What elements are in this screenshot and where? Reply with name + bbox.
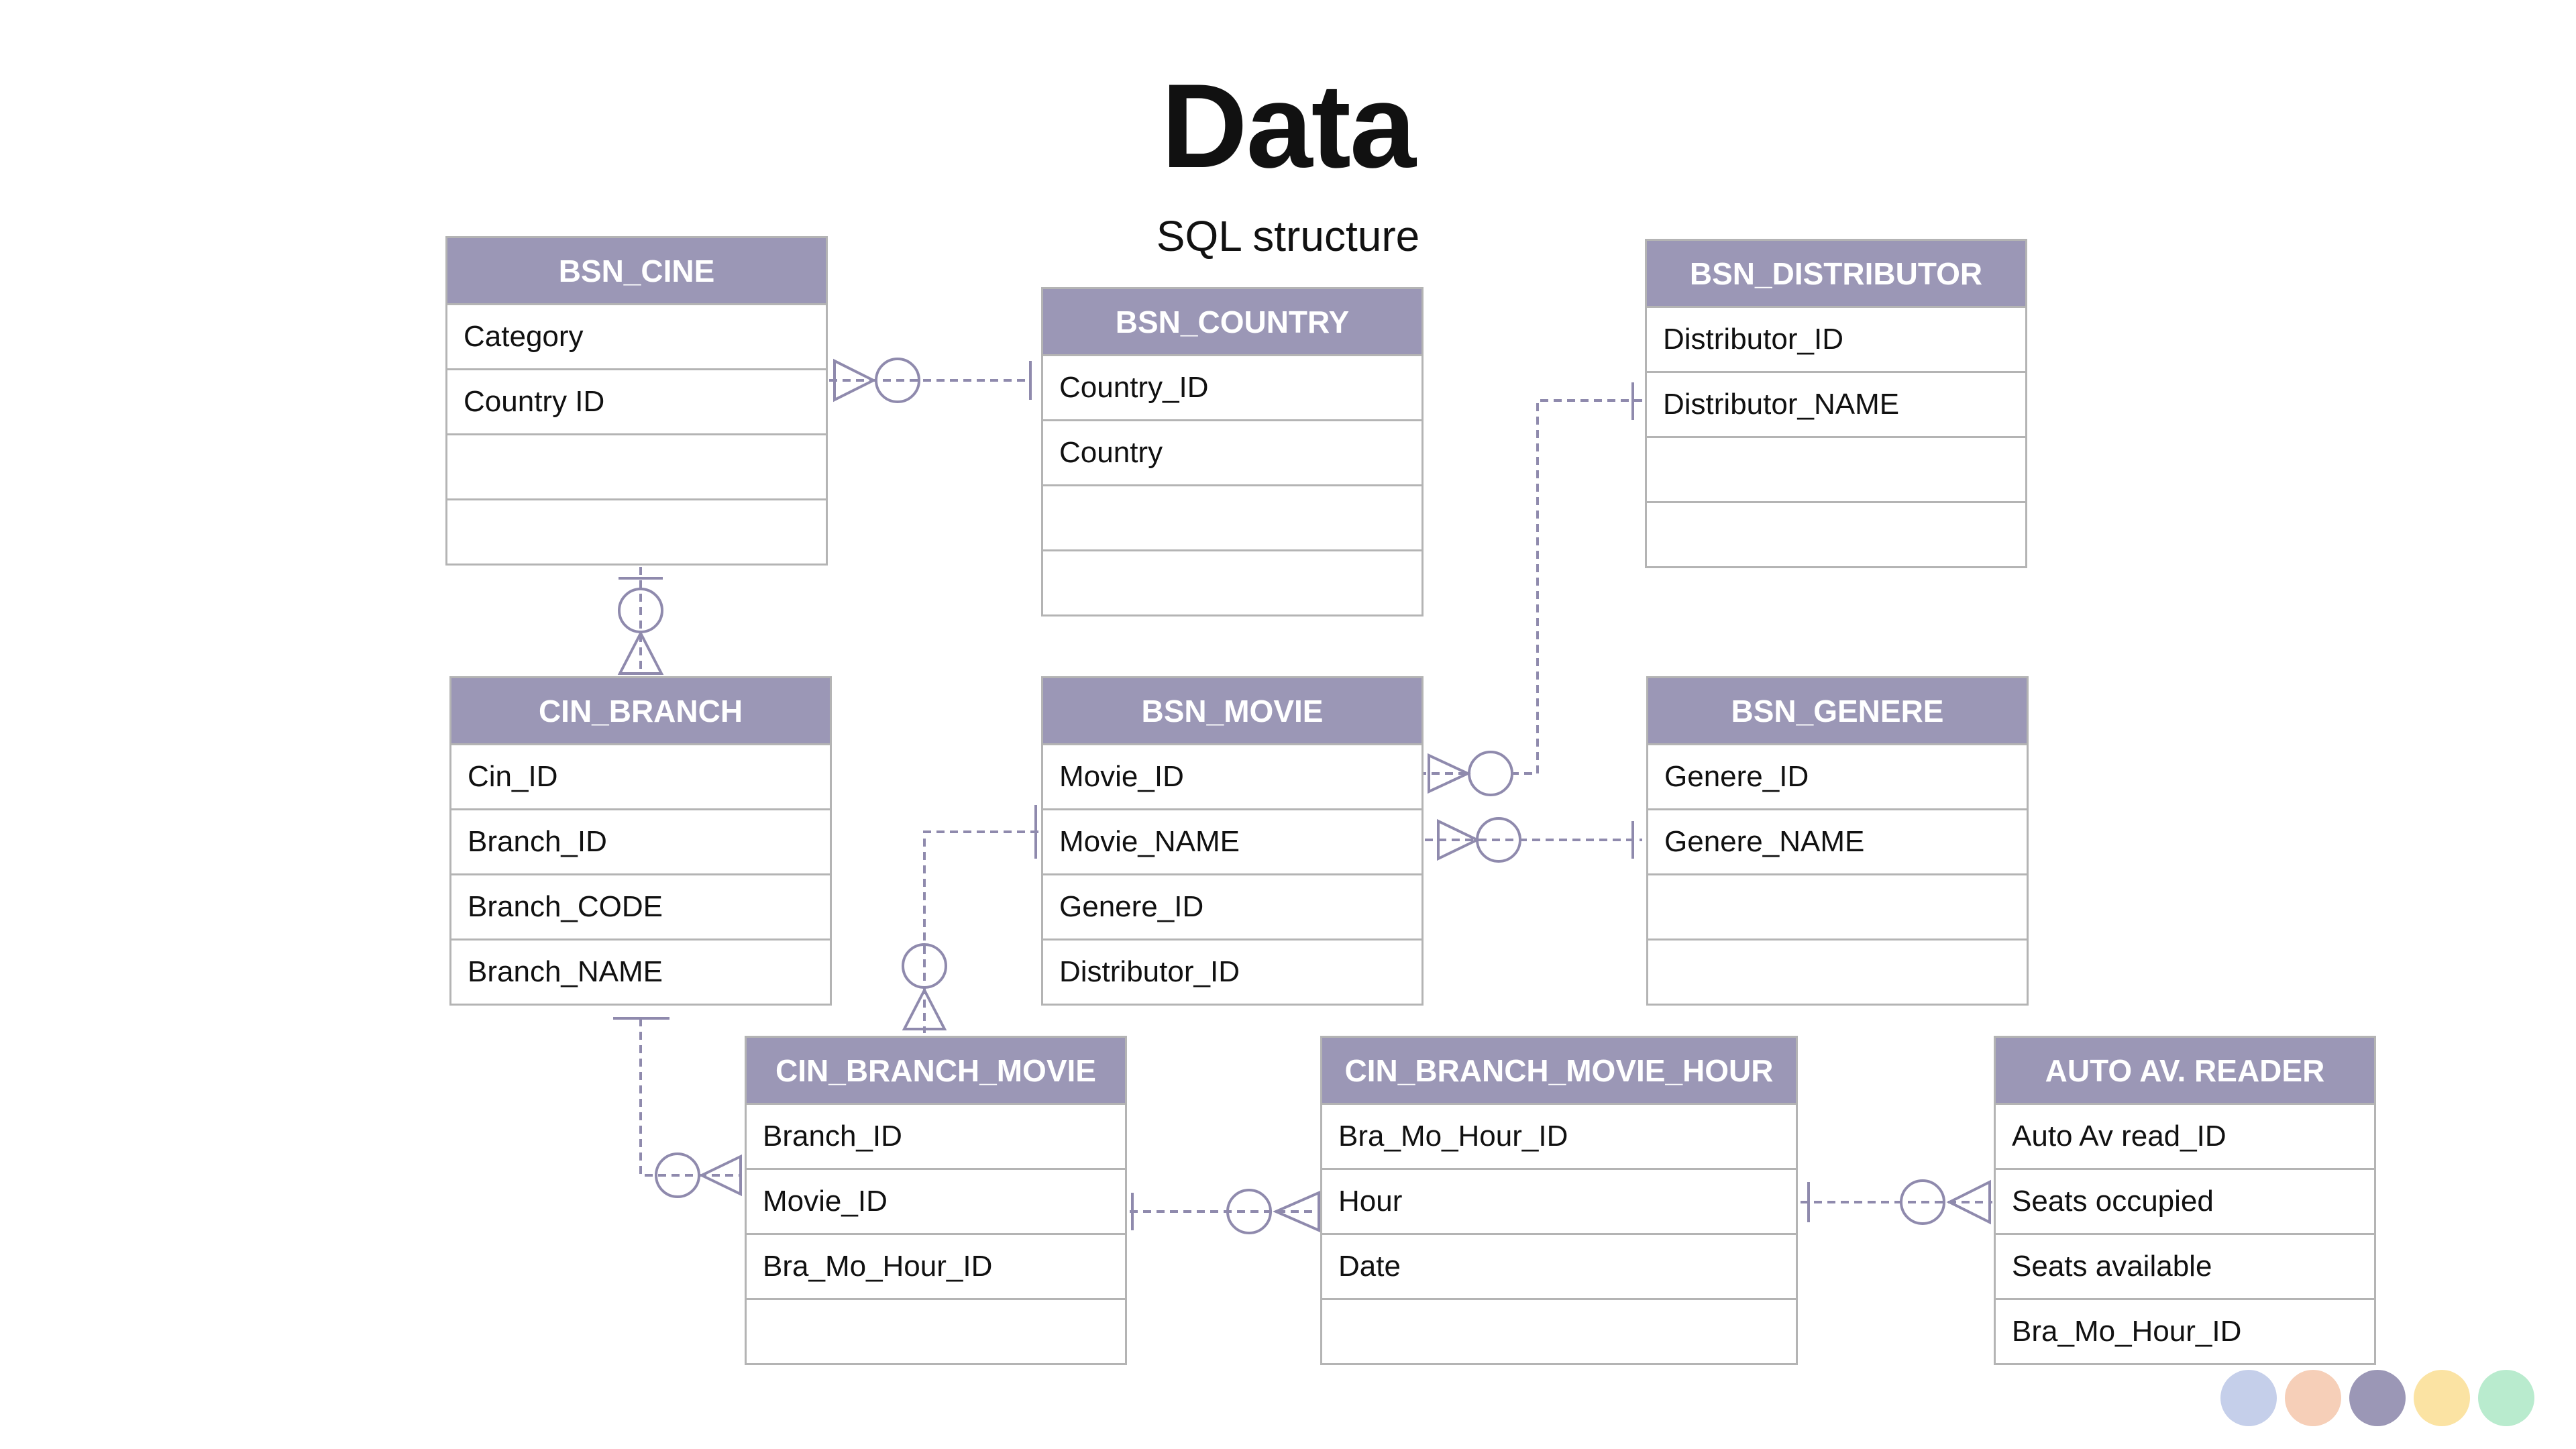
palette-swatch — [2478, 1370, 2534, 1426]
entity-header: CIN_BRANCH_MOVIE_HOUR — [1322, 1038, 1796, 1103]
entity-field: Movie_ID — [1043, 743, 1421, 808]
entity-field: Distributor_NAME — [1647, 371, 2025, 436]
entity-field: Distributor_ID — [1043, 938, 1421, 1004]
many-crowfoot-marker — [833, 358, 877, 402]
optional-ring-marker — [1900, 1179, 1945, 1225]
entity-header: BSN_COUNTRY — [1043, 289, 1421, 354]
optional-ring-marker — [902, 943, 947, 989]
entity-empty-row — [1647, 436, 2025, 501]
optional-ring-marker — [655, 1152, 700, 1198]
entity-empty-row — [1043, 549, 1421, 614]
entity-empty-row — [1648, 873, 2027, 938]
entity-field: Genere_NAME — [1648, 808, 2027, 873]
entity-empty-row — [447, 433, 826, 498]
optional-ring-marker — [1468, 751, 1513, 796]
many-crowfoot-marker — [1437, 818, 1481, 861]
optional-ring-marker — [618, 588, 663, 633]
entity-field: Seats available — [1996, 1233, 2374, 1298]
many-crowfoot-marker — [698, 1154, 742, 1197]
page-subtitle: SQL structure — [1156, 212, 1420, 260]
entity-field: Date — [1322, 1233, 1796, 1298]
entity-field: Bra_Mo_Hour_ID — [1996, 1298, 2374, 1363]
palette-swatch — [2285, 1370, 2341, 1426]
entity-field: Seats occupied — [1996, 1168, 2374, 1233]
entity-field: Country — [1043, 419, 1421, 484]
entity-field: Branch_ID — [451, 808, 830, 873]
palette-swatch — [2220, 1370, 2277, 1426]
entity-empty-row — [747, 1298, 1125, 1363]
palette-swatch — [2349, 1370, 2406, 1426]
palette-swatch — [2414, 1370, 2470, 1426]
entity-header: BSN_CINE — [447, 238, 826, 303]
entity-empty-row — [447, 498, 826, 564]
entity-field: Genere_ID — [1043, 873, 1421, 938]
entity-field: Auto Av read_ID — [1996, 1103, 2374, 1168]
connector-distributor-movie — [1513, 399, 1642, 775]
optional-ring-marker — [1476, 817, 1521, 863]
entity-header: CIN_BRANCH_MOVIE — [747, 1038, 1125, 1103]
page-title: Data — [1161, 59, 1416, 193]
entity-field: Branch_NAME — [451, 938, 830, 1004]
entity-empty-row — [1043, 484, 1421, 549]
entity-field: Movie_NAME — [1043, 808, 1421, 873]
entity-header: AUTO AV. READER — [1996, 1038, 2374, 1103]
entity-field: Hour — [1322, 1168, 1796, 1233]
entity-empty-row — [1322, 1298, 1796, 1363]
optional-ring-marker — [875, 358, 920, 403]
optional-ring-marker — [1226, 1189, 1272, 1234]
many-crowfoot-marker — [1946, 1179, 1991, 1225]
connector-movie-branchmovie — [923, 830, 1038, 1033]
entity-field: Branch_CODE — [451, 873, 830, 938]
entity-empty-row — [1648, 938, 2027, 1004]
many-crowfoot-marker — [1273, 1190, 1320, 1233]
entity-field: Country ID — [447, 368, 826, 433]
entity-field: Bra_Mo_Hour_ID — [1322, 1103, 1796, 1168]
many-crowfoot-marker — [617, 630, 664, 675]
entity-field: Cin_ID — [451, 743, 830, 808]
entity-header: CIN_BRANCH — [451, 678, 830, 743]
entity-field: Distributor_ID — [1647, 306, 2025, 371]
entity-header: BSN_MOVIE — [1043, 678, 1421, 743]
entity-field: Bra_Mo_Hour_ID — [747, 1233, 1125, 1298]
entity-field: Genere_ID — [1648, 743, 2027, 808]
entity-empty-row — [1647, 501, 2025, 566]
entity-header: BSN_DISTRIBUTOR — [1647, 241, 2025, 306]
entity-field: Branch_ID — [747, 1103, 1125, 1168]
many-crowfoot-marker — [902, 987, 947, 1030]
many-crowfoot-marker — [1428, 753, 1471, 794]
entity-field: Country_ID — [1043, 354, 1421, 419]
connector-branch-branchmovie — [639, 1018, 742, 1177]
entity-field: Category — [447, 303, 826, 368]
entity-header: BSN_GENERE — [1648, 678, 2027, 743]
entity-field: Movie_ID — [747, 1168, 1125, 1233]
